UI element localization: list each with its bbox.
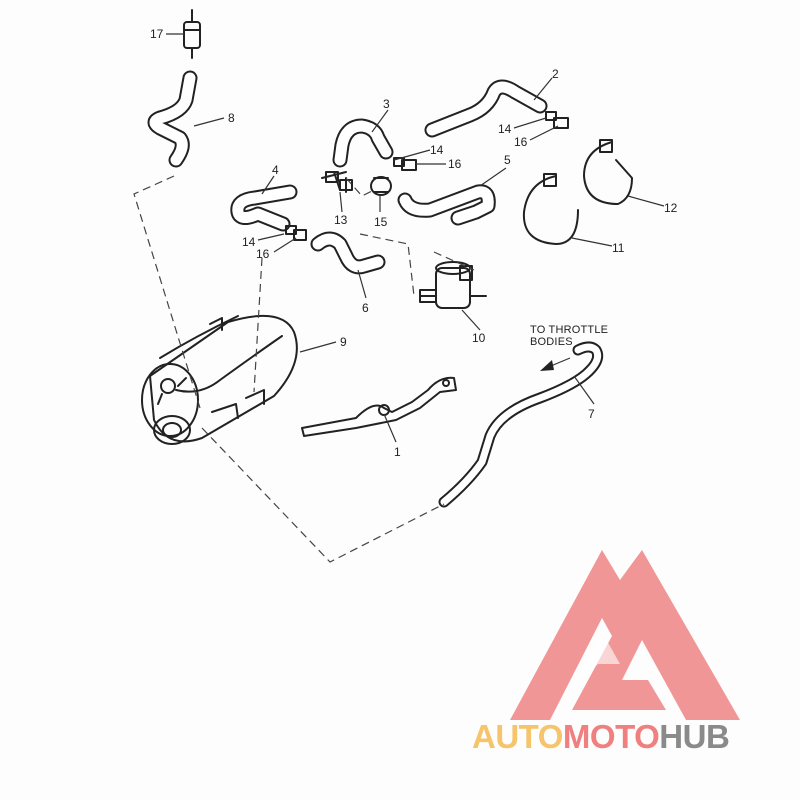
callout-16: 16 [256, 247, 270, 261]
callout-17: 17 [150, 27, 164, 41]
callout-14: 14 [430, 143, 444, 157]
callout-13: 13 [334, 213, 348, 227]
hose-clip-11 [522, 173, 579, 245]
hose-6 [310, 231, 386, 275]
automotohub-logo: AUTOMOTOHUB [472, 550, 740, 755]
hose-8 [147, 70, 198, 168]
logo-hub: HUB [659, 718, 729, 755]
hose-clip-12 [583, 139, 633, 205]
connector-13 [321, 171, 353, 193]
callout-10: 10 [472, 331, 486, 345]
routing-lines [133, 175, 475, 563]
mounting-bracket-1 [301, 376, 457, 437]
callout-6: 6 [362, 301, 369, 315]
callout-8: 8 [228, 111, 235, 125]
callout-15: 15 [374, 215, 388, 229]
callout-16: 16 [448, 157, 462, 171]
connector-15 [370, 176, 392, 196]
annotation-line-2: BODIES [530, 336, 573, 348]
logo-auto: AUTO [472, 718, 563, 755]
logo-triangle-mark [510, 550, 740, 720]
callout-1: 1 [394, 445, 401, 459]
callout-5: 5 [504, 153, 511, 167]
inline-filter-17 [183, 9, 201, 59]
charcoal-canister-9 [141, 315, 298, 445]
hose-2 [424, 79, 548, 138]
callout-2: 2 [552, 67, 559, 81]
callout-14: 14 [242, 235, 256, 249]
direction-arrow [540, 357, 571, 371]
hose-7 [438, 341, 604, 508]
callout-9: 9 [340, 335, 347, 349]
callout-labels: 17 8 3 2 14 16 14 16 5 4 14 16 13 15 6 1… [150, 27, 678, 459]
callout-7: 7 [588, 407, 595, 421]
annotation-line-1: TO THROTTLE [530, 324, 608, 336]
callout-3: 3 [383, 97, 390, 111]
callout-14: 14 [498, 122, 512, 136]
callout-11: 11 [612, 241, 625, 255]
hose-3 [332, 118, 394, 168]
hose-4 [230, 184, 298, 232]
logo-moto: MOTO [563, 718, 659, 755]
hose-5 [397, 184, 496, 226]
leader-lines [166, 33, 665, 443]
callout-16: 16 [514, 135, 528, 149]
logo-text: AUTOMOTOHUB [472, 718, 729, 755]
callout-4: 4 [272, 163, 279, 177]
callout-12: 12 [664, 201, 678, 215]
throttle-annotation: TO THROTTLE BODIES [530, 324, 608, 348]
purge-valve-10 [419, 261, 487, 309]
